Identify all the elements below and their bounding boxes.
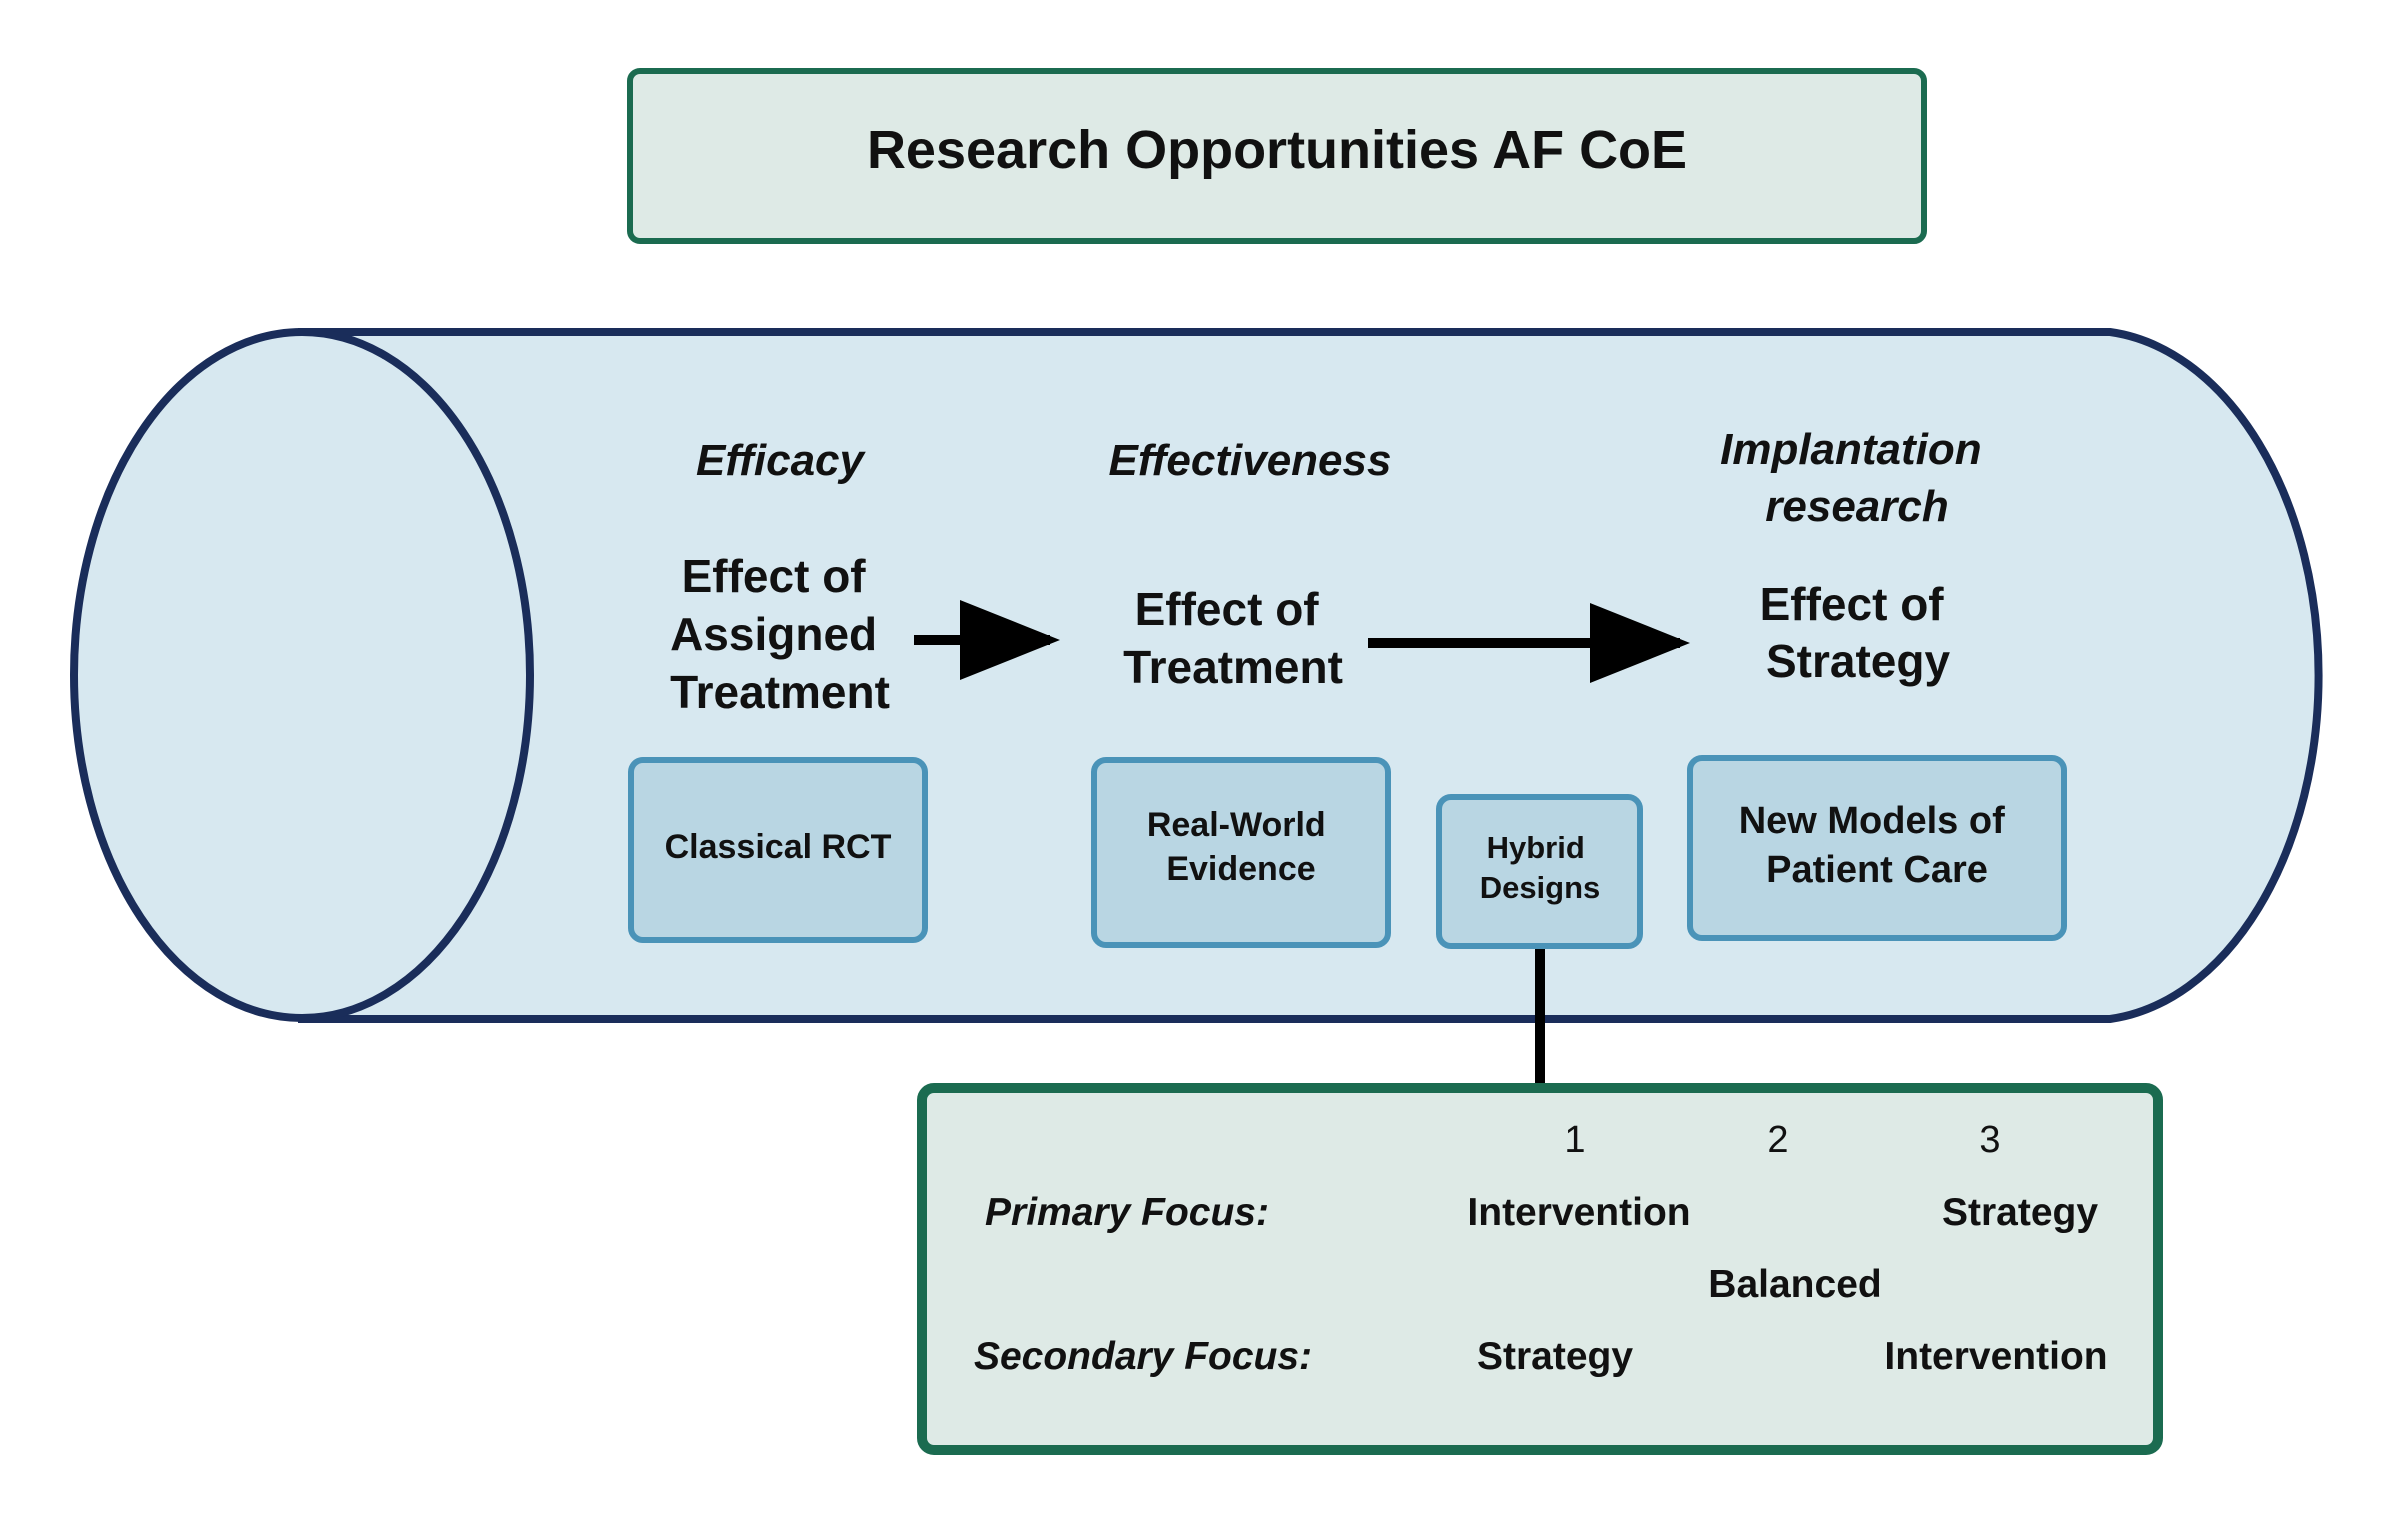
stage-effect-line: Treatment xyxy=(1123,641,1343,693)
hybrid-column-number-1: 1 xyxy=(1564,1119,1585,1161)
stage-heading-line: Efficacy xyxy=(696,436,866,485)
title-box xyxy=(627,68,1927,244)
stage-heading-line: Implantation xyxy=(1720,425,1982,474)
box-label-line: Real-World xyxy=(1147,806,1326,844)
box-label-line: Designs xyxy=(1480,870,1601,905)
stage-heading-line: research xyxy=(1765,482,1948,531)
primary-focus-label: Primary Focus: xyxy=(985,1191,1269,1234)
box-real-world-evidence xyxy=(1091,757,1391,948)
box-hybrid-designs xyxy=(1436,794,1643,949)
box-classical-rct xyxy=(628,757,928,943)
stage-heading-implantation: Implantation research xyxy=(1720,425,1994,531)
stage-effect-effectiveness: Effect of Treatment xyxy=(1123,583,1343,693)
primary-value-design-3: Strategy xyxy=(1942,1191,2098,1234)
secondary-focus-label: Secondary Focus: xyxy=(974,1335,1312,1378)
box-label-line: New Models of xyxy=(1739,800,2005,842)
balanced-value-design-2: Balanced xyxy=(1708,1263,1881,1306)
stage-effect-line: Effect of xyxy=(1135,583,1320,635)
box-hybrid-designs-label: Hybrid Designs xyxy=(1480,830,1601,905)
box-label-line: Hybrid xyxy=(1487,830,1585,865)
box-new-models-patient-care xyxy=(1687,755,2067,941)
box-real-world-evidence-label: Real-World Evidence xyxy=(1147,806,1335,888)
stage-effect-efficacy: Effect of Assigned Treatment xyxy=(670,550,890,718)
primary-value-design-1: Intervention xyxy=(1467,1191,1690,1234)
secondary-value-design-3: Intervention xyxy=(1884,1335,2107,1378)
box-label-line: Classical RCT xyxy=(665,828,892,866)
stage-effect-line: Effect of xyxy=(682,550,867,602)
stage-effect-line: Assigned xyxy=(670,608,877,660)
diagram-title: Research Opportunities AF CoE xyxy=(867,120,1687,180)
hybrid-column-number-3: 3 xyxy=(1979,1119,2000,1161)
stage-effect-strategy: Effect of Strategy xyxy=(1760,578,1957,687)
hybrid-design-table xyxy=(917,1083,2163,1455)
secondary-value-design-1: Strategy xyxy=(1477,1335,1633,1378)
stage-effect-line: Effect of xyxy=(1760,578,1945,630)
stage-heading-effectiveness: Effectiveness xyxy=(1109,436,1392,485)
box-classical-rct-label: Classical RCT xyxy=(665,828,892,866)
box-new-models-label: New Models of Patient Care xyxy=(1739,800,2016,891)
box-label-line: Patient Care xyxy=(1766,849,1988,891)
stage-heading-line: Effectiveness xyxy=(1109,436,1392,485)
hybrid-column-number-2: 2 xyxy=(1767,1119,1788,1161)
stage-heading-efficacy: Efficacy xyxy=(696,436,866,485)
stage-effect-line: Strategy xyxy=(1766,635,1950,687)
tube-end-ellipse xyxy=(70,328,534,1022)
box-label-line: Evidence xyxy=(1166,850,1315,888)
stage-effect-line: Treatment xyxy=(670,666,890,718)
